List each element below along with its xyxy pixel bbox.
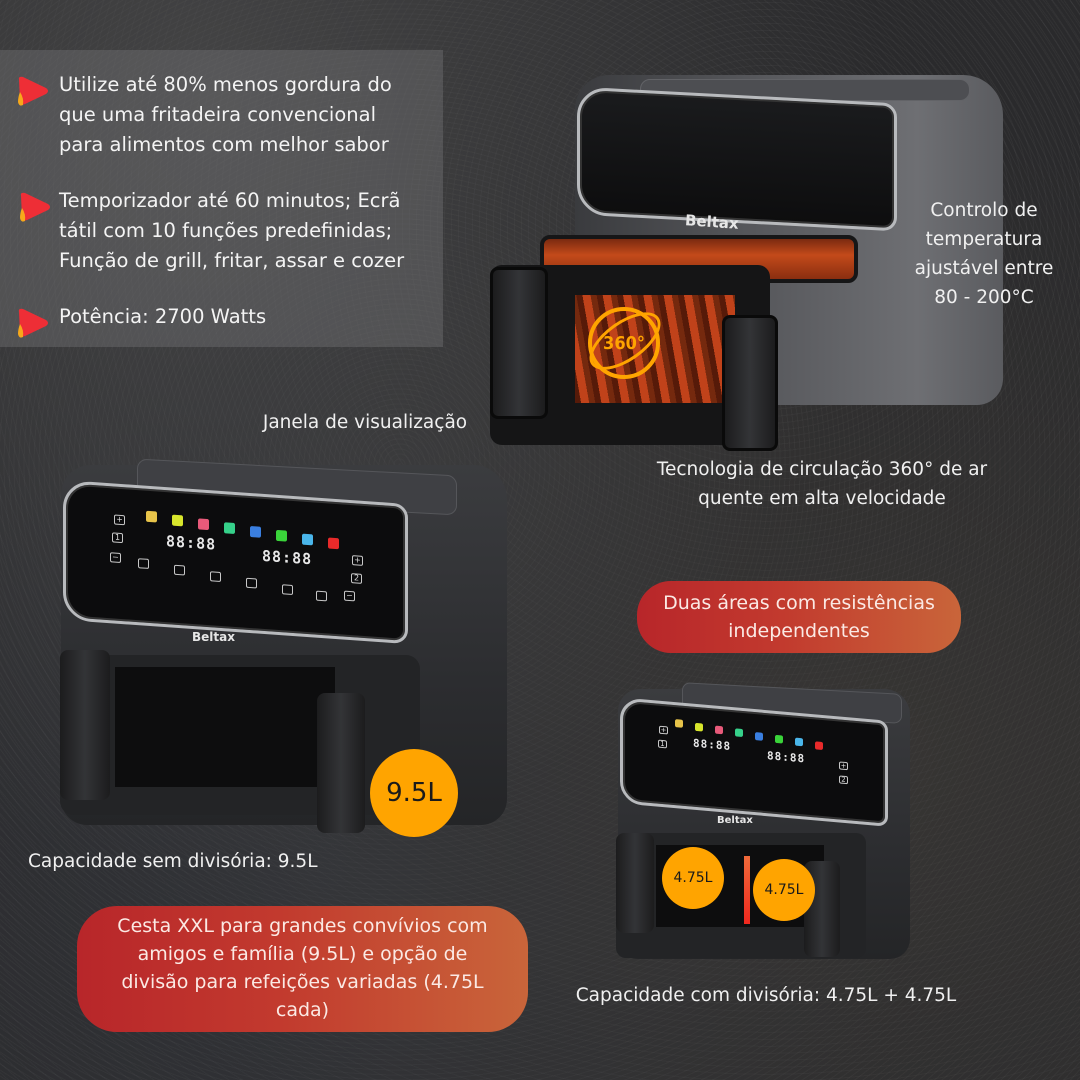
caption-line: Tecnologia de circulação 360° de ar [656, 459, 988, 480]
brand-logo: Beltax [684, 211, 740, 233]
function-bacon-button[interactable] [815, 741, 823, 751]
temperature-icon[interactable] [246, 577, 257, 589]
capacity-badge-left-zone: 4.75L [662, 847, 724, 909]
basket-pill: Cesta XXL para grandes convívios com ami… [77, 906, 528, 1032]
timer-display-right: 88:88 [262, 546, 313, 569]
sync-icon[interactable] [210, 571, 221, 582]
function-chicken-button[interactable] [250, 526, 261, 538]
badge-label: 4.75L [764, 882, 804, 898]
timer-display-right: 88:88 [767, 749, 806, 766]
function-fish-button[interactable] [224, 522, 235, 534]
function-shrimp-button[interactable] [198, 518, 209, 531]
basket-handle-left [616, 833, 654, 933]
window-caption: Janela de visualização [262, 412, 468, 433]
play-flame-icon [20, 192, 50, 222]
preheat-icon[interactable] [138, 558, 149, 569]
viewing-window [115, 667, 335, 787]
function-vegetable-button[interactable] [775, 734, 783, 744]
function-shrimp-button[interactable] [715, 725, 723, 735]
timer-display-left: 88:88 [166, 532, 217, 554]
hero-360-badge: 360° [579, 301, 671, 381]
feature-line: Temporizador até 60 minutos; Ecrã [59, 189, 401, 212]
feature-line: que uma fritadeira convencional [59, 103, 376, 126]
zone-1-button[interactable]: 1 [112, 532, 123, 544]
function-cake-button[interactable] [795, 737, 803, 747]
minus-2-button[interactable]: − [344, 590, 355, 602]
divider-heating-strip [744, 856, 750, 924]
feature-line: Utilize até 80% menos gordura do [59, 73, 392, 96]
zone-1-button[interactable]: 1 [658, 739, 667, 749]
plus-1-button[interactable]: + [659, 725, 668, 735]
function-airfry-button[interactable] [675, 719, 683, 728]
zone-2-button[interactable]: 2 [351, 573, 362, 584]
caption-line: quente em alta velocidade [698, 488, 946, 509]
power-icon[interactable] [316, 590, 327, 602]
basket-handle-left [60, 650, 110, 800]
control-panel-glass [577, 86, 897, 232]
zone-2-button[interactable]: 2 [839, 775, 848, 785]
pill-line: Duas áreas com resistências [663, 592, 935, 614]
circulation-caption: Tecnologia de circulação 360° de ar quen… [618, 455, 1026, 513]
play-flame-icon [18, 76, 48, 106]
feature-line: tátil com 10 funções predefinidas; [59, 219, 393, 242]
function-steak-button[interactable] [172, 514, 183, 527]
divided-air-fryer: 88:88 88:88 + 1 + 2 Beltax [612, 682, 912, 968]
capacity-divided-caption: Capacidade com divisória: 4.75L + 4.75L [575, 985, 957, 1006]
brand-logo: Beltax [192, 630, 235, 644]
shake-icon[interactable] [174, 564, 185, 576]
pill-line: Cesta XXL para grandes convívios com [117, 915, 488, 937]
plus-2-button[interactable]: + [352, 555, 363, 566]
minus-1-button[interactable]: − [110, 552, 121, 563]
feature-item-timer: Temporizador até 60 minutos; Ecrã tátil … [0, 186, 443, 278]
control-panel: + 1 − 88:88 88:88 + 2 − [63, 479, 408, 645]
feature-line: Potência: 2700 Watts [59, 305, 267, 328]
feature-item-power: Potência: 2700 Watts [0, 302, 443, 338]
hero-360-label: 360° [603, 332, 645, 354]
capacity-single-caption: Capacidade sem divisória: 9.5L [28, 851, 318, 872]
badge-label: 4.75L [673, 870, 713, 886]
function-steak-button[interactable] [695, 722, 703, 732]
caption-line: temperatura [925, 229, 1043, 250]
pill-line: divisão para refeições variadas (4.75L [121, 971, 484, 993]
basket-handle-left [490, 267, 548, 419]
caption-line: 80 - 200°C [934, 287, 1034, 308]
function-cake-button[interactable] [302, 533, 313, 546]
feature-item-low-fat: Utilize até 80% menos gordura do que uma… [0, 70, 443, 162]
temperature-caption: Controlo de temperatura ajustável entre … [900, 196, 1068, 312]
caption-line: Controlo de [930, 200, 1038, 221]
play-flame-icon [18, 308, 48, 338]
pill-line: independentes [728, 620, 870, 642]
function-chicken-button[interactable] [755, 732, 763, 741]
pill-line: amigos e família (9.5L) e opção de [137, 943, 468, 965]
basket-handle-right [722, 315, 778, 451]
timer-icon[interactable] [282, 584, 293, 596]
brand-logo: Beltax [717, 815, 753, 826]
pill-line: cada) [275, 999, 330, 1021]
capacity-badge-single: 9.5L [370, 749, 458, 837]
plus-1-button[interactable]: + [114, 514, 125, 526]
hero-air-fryer: Beltax 360° [480, 75, 1005, 455]
dual-zones-pill: Duas áreas com resistências independente… [637, 581, 961, 653]
badge-label: 9.5L [386, 778, 442, 808]
capacity-badge-right-zone: 4.75L [753, 859, 815, 921]
feature-line: Função de grill, fritar, assar e cozer [59, 249, 405, 272]
feature-line: para alimentos com melhor sabor [59, 133, 389, 156]
function-bacon-button[interactable] [328, 537, 339, 550]
function-vegetable-button[interactable] [276, 529, 287, 542]
timer-display-left: 88:88 [693, 736, 732, 753]
plus-2-button[interactable]: + [839, 761, 848, 771]
caption-line: ajustável entre [914, 258, 1054, 279]
basket-handle-right [317, 693, 365, 833]
function-fish-button[interactable] [735, 728, 743, 738]
function-airfry-button[interactable] [146, 510, 157, 523]
basket-drawer: 360° [490, 235, 860, 451]
feature-panel: Utilize até 80% menos gordura do que uma… [0, 50, 443, 347]
